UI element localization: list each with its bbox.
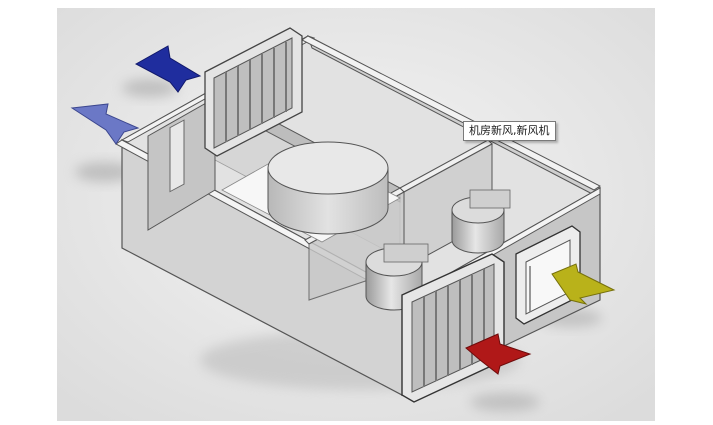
heat-recovery-wheel — [267, 141, 389, 235]
intake-arrow-icon — [134, 45, 202, 93]
supply-outlet-frame — [515, 225, 581, 325]
exhaust-arrow-icon — [70, 103, 140, 145]
shadow — [75, 162, 135, 182]
left-compartment-opening — [169, 119, 185, 193]
intake-filter-grille — [204, 27, 303, 157]
supply-arrow-icon — [551, 263, 616, 305]
supply-fan — [451, 189, 511, 254]
tooltip-label: 机房新风,新风机 — [463, 121, 556, 141]
return-arrow-icon — [465, 333, 532, 375]
shadow — [122, 79, 178, 97]
shadow — [470, 393, 540, 411]
